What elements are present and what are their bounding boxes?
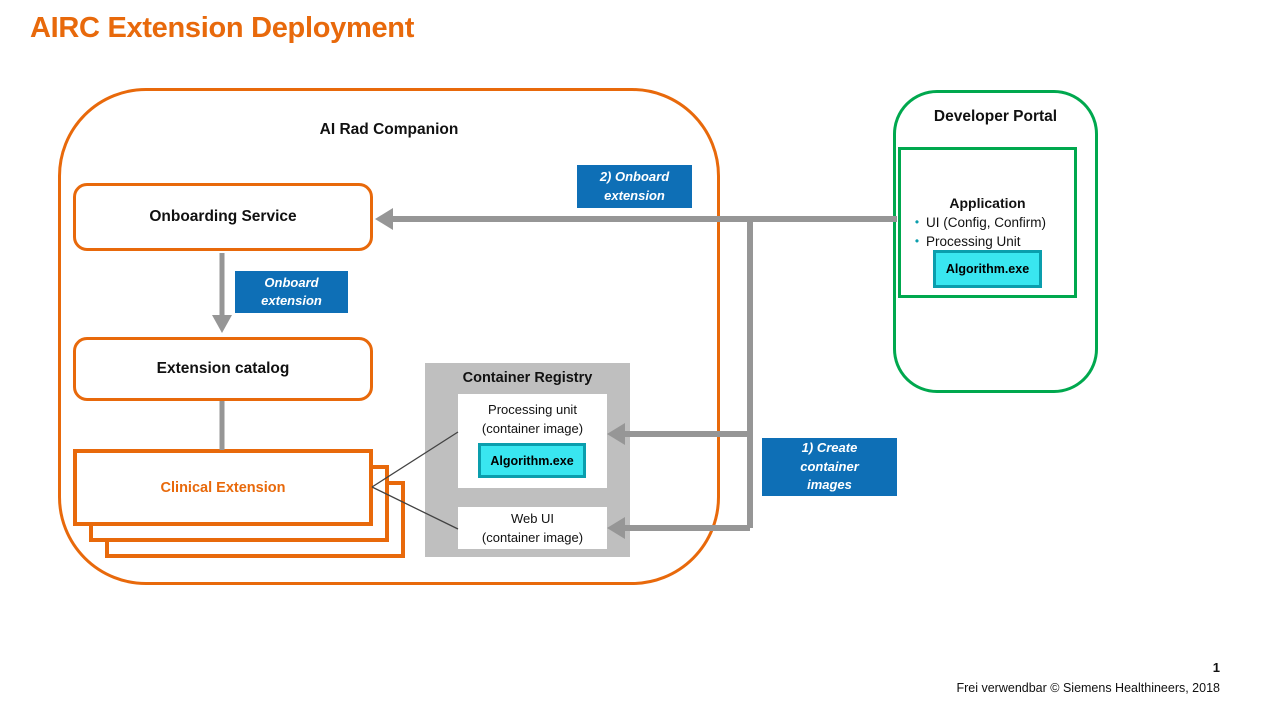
- web-ui-line2: (container image): [481, 529, 584, 545]
- developer-portal-title: Developer Portal: [933, 108, 1058, 125]
- clinical-extension-label: Clinical Extension: [160, 479, 286, 496]
- airc-group-box: [58, 88, 720, 585]
- slide-title: AIRC Extension Deployment: [30, 12, 415, 44]
- page-number: 1: [1212, 660, 1220, 675]
- airc-group-label: AI Rad Companion: [319, 121, 459, 138]
- bullet-dot-icon: •: [914, 234, 920, 248]
- algorithm-exe-box-portal: Algorithm.exe: [933, 250, 1042, 288]
- label-line: 2) Onboard: [599, 169, 670, 184]
- application-box: [898, 147, 1077, 298]
- developer-portal-box: [893, 90, 1098, 393]
- label-line: extension: [604, 187, 665, 203]
- extension-catalog-box: Extension catalog: [73, 337, 373, 401]
- onboarding-service-box: Onboarding Service: [73, 183, 373, 251]
- processing-unit-line2: (container image): [481, 420, 584, 436]
- algorithm-exe-box-registry: Algorithm.exe: [478, 443, 586, 478]
- label-line: Onboard: [264, 274, 319, 290]
- bullet-item: • Processing Unit: [908, 232, 1076, 251]
- onboard-extension-label: Onboard extension: [235, 271, 348, 313]
- onboarding-service-label: Onboarding Service: [149, 208, 297, 225]
- label-line: images: [807, 477, 852, 493]
- container-registry-title: Container Registry: [462, 370, 593, 386]
- clinical-extension-box-front: Clinical Extension: [73, 449, 373, 526]
- label-line: 1) Create: [801, 440, 858, 456]
- extension-catalog-label: Extension catalog: [156, 360, 290, 377]
- label-line: container: [800, 458, 859, 474]
- application-title: Application: [949, 195, 1026, 211]
- bullet-item: • UI (Config, Confirm): [908, 213, 1076, 232]
- processing-unit-line1: Processing unit: [488, 402, 577, 417]
- algorithm-exe-label: Algorithm.exe: [945, 262, 1030, 276]
- label-line: extension: [261, 293, 322, 308]
- bullet-dot-icon: •: [914, 215, 920, 229]
- step1-create-container-images-label: 1) Create container images: [762, 438, 897, 496]
- web-ui-line1: Web UI: [510, 511, 555, 526]
- bullet-label: UI (Config, Confirm): [926, 215, 1047, 230]
- web-ui-box: Web UI (container image): [458, 507, 607, 549]
- footer-classification: Frei verwendbar © Siemens Healthineers, …: [956, 681, 1220, 695]
- application-bullet-list: • UI (Config, Confirm) • Processing Unit: [908, 213, 1076, 251]
- algorithm-exe-label: Algorithm.exe: [490, 453, 574, 468]
- bullet-label: Processing Unit: [926, 234, 1021, 249]
- step2-onboard-extension-label: 2) Onboard extension: [577, 165, 692, 208]
